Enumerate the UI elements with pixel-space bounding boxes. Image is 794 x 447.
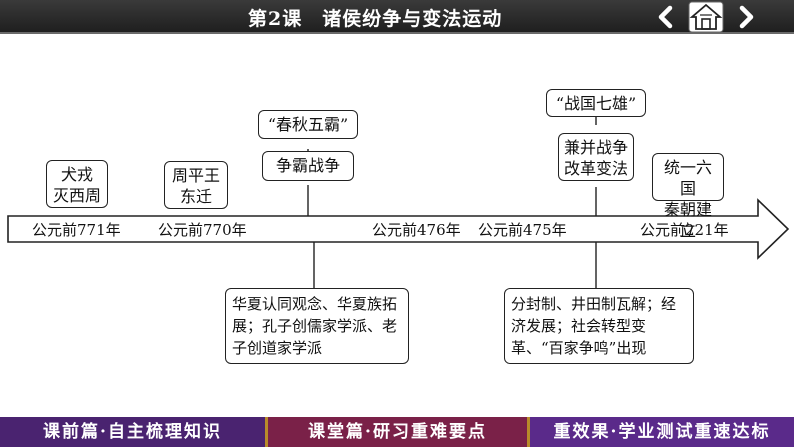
date-476bc: 公元前476年	[372, 221, 461, 239]
prev-button[interactable]	[652, 3, 680, 31]
event-seven-warring: “战国七雄”	[546, 89, 646, 117]
footer-tabs: 课前篇·自主梳理知识 课堂篇·研习重难要点 重效果·学业测试重速达标	[0, 417, 794, 447]
summary-warring-states: 分封制、井田制瓦解；经济发展；社会转型变革、“百家争鸣”出现	[504, 288, 694, 364]
event-pingwang-move: 周平王 东迁	[164, 161, 228, 209]
home-button[interactable]	[688, 1, 724, 33]
date-771bc: 公元前771年	[32, 221, 121, 239]
lesson-title: 第2课 诸侯纷争与变法运动	[248, 8, 503, 30]
tab-in-class[interactable]: 课堂篇·研习重难要点	[265, 417, 527, 447]
header-bar: 第2课 诸侯纷争与变法运动	[0, 0, 794, 34]
timeline-arrow	[7, 198, 790, 260]
event-hegemony-wars: 争霸战争	[262, 151, 354, 181]
date-221bc: 公元前221年	[640, 221, 729, 239]
date-770bc: 公元前770年	[158, 221, 247, 239]
tab-assessment[interactable]: 重效果·学业测试重速达标	[527, 417, 794, 447]
summary-spring-autumn: 华夏认同观念、华夏族拓展；孔子创儒家学派、老子创道家学派	[225, 288, 409, 364]
event-five-hegemons: “春秋五霸”	[258, 110, 358, 139]
event-qin-unification: 统一六国 秦朝建立	[652, 153, 724, 240]
event-annexation-reform: 兼并战争 改革变法	[558, 133, 634, 181]
home-icon	[688, 1, 724, 33]
date-475bc: 公元前475年	[478, 221, 567, 239]
event-quanrong: 犬戎 灭西周	[46, 160, 108, 208]
chevron-right-icon	[739, 5, 754, 29]
tab-pre-class[interactable]: 课前篇·自主梳理知识	[0, 417, 265, 447]
chevron-left-icon	[658, 5, 673, 29]
timeline-stage: 犬戎 灭西周 周平王 东迁 “春秋五霸” 争霸战争 “战国七雄” 兼并战争 改革…	[0, 34, 794, 417]
next-button[interactable]	[732, 3, 760, 31]
